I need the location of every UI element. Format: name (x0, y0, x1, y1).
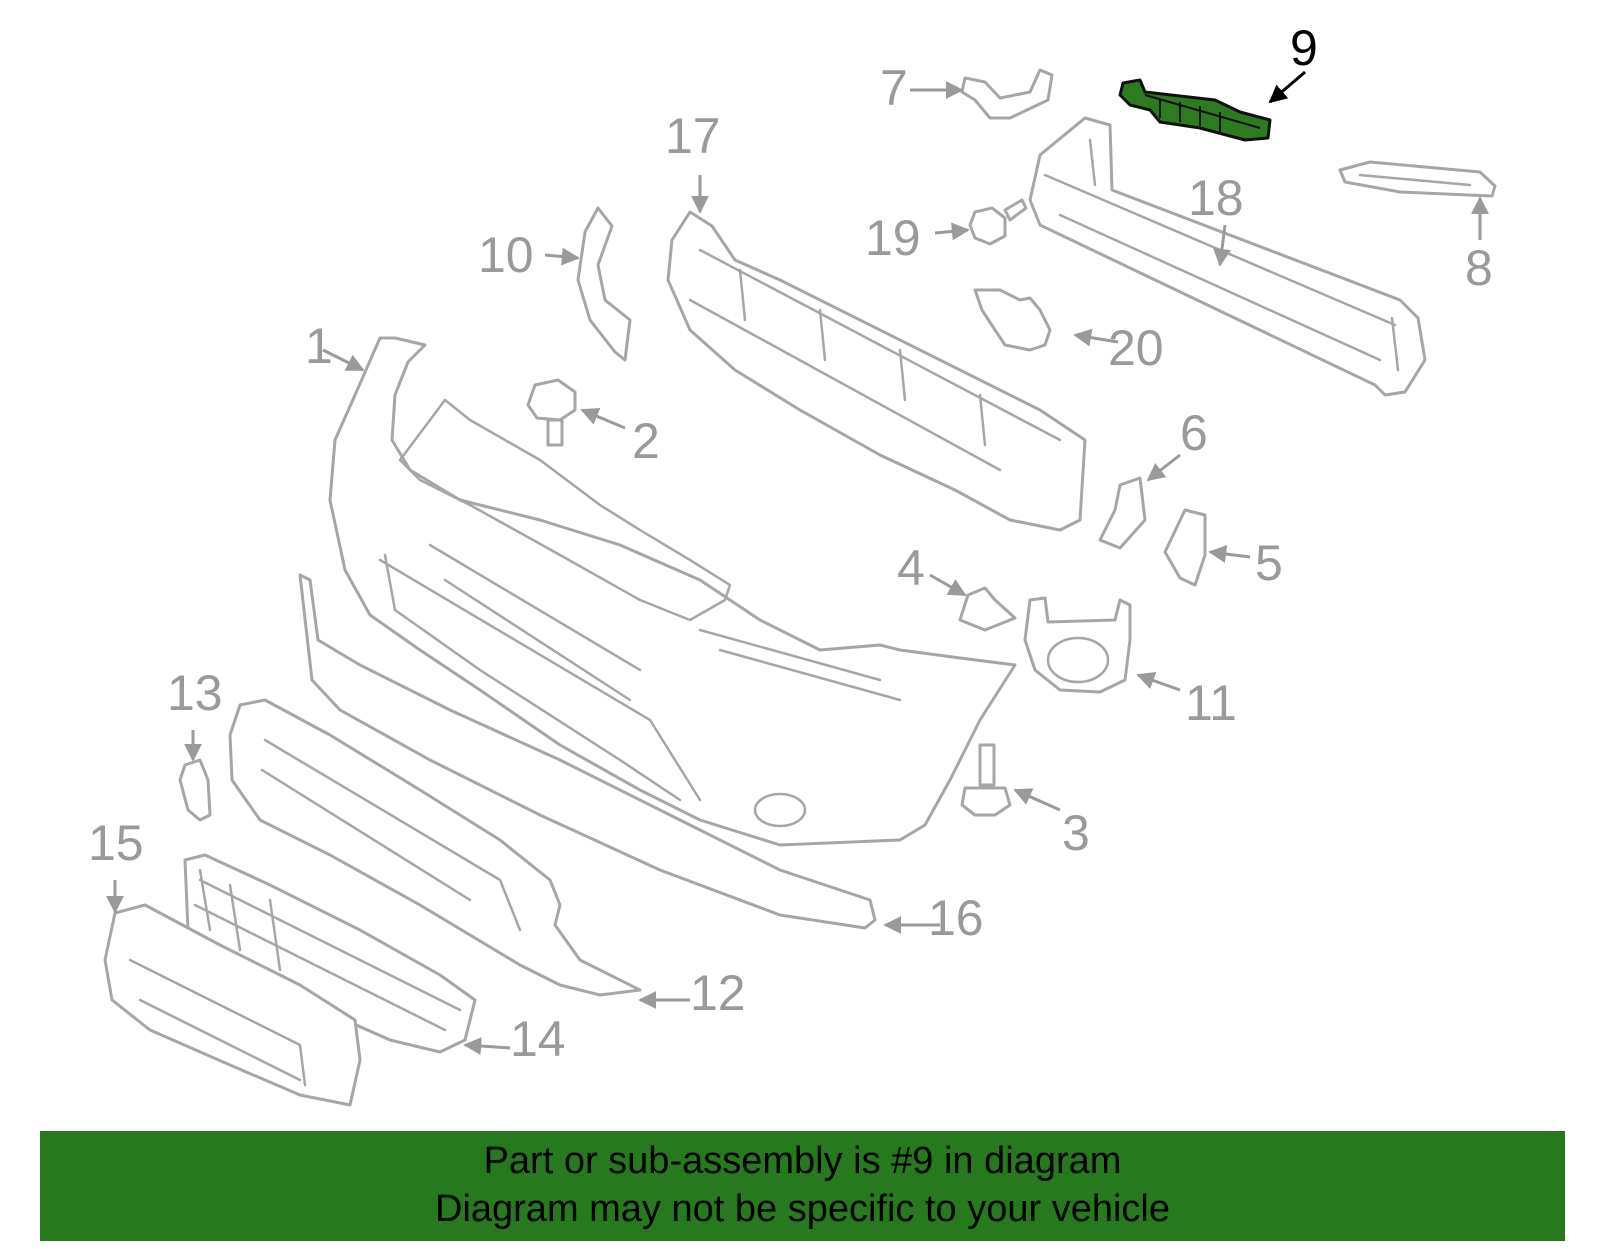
footer-line-2: Diagram may not be specific to your vehi… (435, 1188, 1170, 1230)
part-12-grille-frame[interactable] (228, 698, 642, 997)
part-13-cap[interactable] (178, 758, 212, 822)
callout-5: 5 (1255, 535, 1283, 591)
callout-17: 17 (665, 108, 721, 164)
callout-9: 9 (1290, 20, 1318, 76)
callout-13: 13 (167, 665, 223, 721)
part-2-bolt[interactable] (526, 378, 577, 447)
callout-labels: 1 2 3 4 5 6 7 8 9 10 11 12 13 14 15 16 1… (88, 20, 1493, 1067)
callout-7: 7 (880, 60, 908, 116)
part-15-lower-panel[interactable] (103, 903, 362, 1107)
footer-line-1: Part or sub-assembly is #9 in diagram (483, 1140, 1122, 1182)
part-19-bolt[interactable] (968, 198, 1028, 246)
part-1-bumper-cover[interactable] (328, 336, 1017, 847)
callout-15: 15 (88, 815, 144, 871)
part-20-sensor[interactable] (973, 288, 1052, 352)
callout-11: 11 (1185, 675, 1237, 731)
callout-12: 12 (690, 965, 746, 1021)
callout-3: 3 (1062, 805, 1090, 861)
footer-banner: Part or sub-assembly is #9 in diagram Di… (40, 1131, 1565, 1241)
callout-19: 19 (865, 210, 921, 266)
part-17-energy-absorber[interactable] (666, 210, 1087, 532)
callout-8: 8 (1465, 240, 1493, 296)
callout-20: 20 (1108, 320, 1164, 376)
part-5-bracket[interactable] (1163, 508, 1207, 587)
callout-10: 10 (478, 227, 534, 283)
part-11-fog-bezel[interactable] (1023, 596, 1132, 694)
part-3-bolt[interactable] (960, 743, 1012, 817)
callout-1: 1 (305, 318, 333, 374)
part-6-bracket[interactable] (1098, 476, 1147, 550)
part-4-clip[interactable] (958, 586, 1017, 632)
part-7-bracket[interactable] (960, 68, 1054, 120)
callout-18: 18 (1188, 170, 1244, 226)
leader-lines (106, 70, 1489, 1056)
part-8-side-bracket[interactable] (1338, 160, 1497, 198)
part-10-trim-strip[interactable] (576, 206, 632, 362)
part-18-reinforcement-beam[interactable] (1028, 116, 1427, 397)
callout-6: 6 (1180, 405, 1208, 461)
callout-4: 4 (897, 540, 925, 596)
callout-2: 2 (632, 413, 660, 469)
callout-14: 14 (510, 1011, 566, 1067)
part-9-bracket[interactable] (1118, 78, 1272, 142)
part-16-lower-trim[interactable] (298, 573, 877, 930)
callout-16: 16 (928, 890, 984, 946)
